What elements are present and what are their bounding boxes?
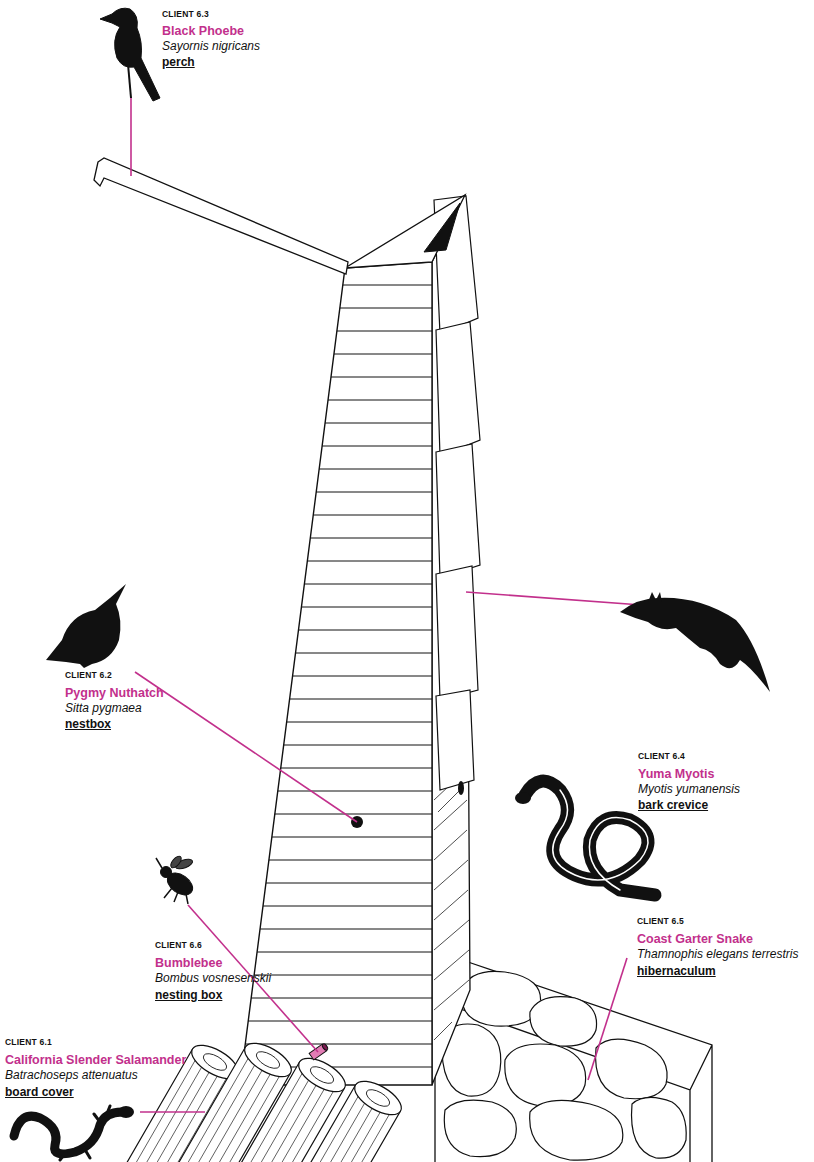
tower-roof xyxy=(345,195,465,268)
rock xyxy=(596,1039,668,1099)
roof-opening xyxy=(424,203,460,252)
tower-roof xyxy=(345,195,465,268)
roof-opening xyxy=(424,203,460,252)
leader-line xyxy=(588,958,627,1080)
board-cover-log xyxy=(201,1050,230,1073)
phoebe-silhouette xyxy=(128,64,131,98)
snake-silhouette xyxy=(515,781,655,895)
salamander-silhouette xyxy=(14,1106,134,1160)
bark-crevice xyxy=(436,690,474,790)
scientific-name: Myotis yumanensis xyxy=(638,783,740,797)
snake-silhouette xyxy=(525,781,655,895)
bat-silhouette xyxy=(620,592,770,692)
bee-silhouette xyxy=(169,854,183,869)
common-name: Bumblebee xyxy=(155,956,222,970)
leader-line xyxy=(130,98,132,176)
rock xyxy=(632,1097,687,1158)
common-name: California Slender Salamander xyxy=(5,1053,186,1067)
common-name: Pygmy Nuthatch xyxy=(65,686,164,700)
board-cover-log xyxy=(293,1052,350,1099)
perch-beam xyxy=(94,158,348,274)
rock xyxy=(442,971,686,1160)
board-cover-log xyxy=(239,1037,296,1084)
common-name: Yuma Myotis xyxy=(638,767,714,781)
client-number: CLIENT 6.4 xyxy=(638,752,685,762)
common-name: Coast Garter Snake xyxy=(637,932,753,946)
board-cover-log xyxy=(196,1073,333,1162)
leader-line xyxy=(140,1111,205,1113)
plank-lines xyxy=(242,285,432,1067)
rock xyxy=(530,1100,623,1160)
board-cover-log xyxy=(308,1063,337,1086)
client-number: CLIENT 6.3 xyxy=(162,10,209,20)
habitat-type: bark crevice xyxy=(638,799,708,813)
scientific-name: Sayornis nigricans xyxy=(162,40,260,54)
bat-silhouette xyxy=(620,598,770,692)
bark-slot xyxy=(458,781,464,795)
salamander-silhouette xyxy=(118,1106,134,1118)
rock-box xyxy=(435,962,712,1162)
board-cover-log xyxy=(349,1075,406,1122)
phoebe-silhouette xyxy=(100,8,160,101)
habitat-type: board cover xyxy=(5,1086,74,1100)
salamander-silhouette xyxy=(14,1112,122,1154)
habitat-type: perch xyxy=(162,56,195,70)
bark-crevice xyxy=(436,322,480,456)
phoebe-silhouette xyxy=(100,8,160,101)
snake-silhouette xyxy=(515,792,531,804)
scientific-name: Thamnophis elegans terrestris xyxy=(637,948,798,962)
client-number: CLIENT 6.5 xyxy=(637,917,684,927)
board-cover-log xyxy=(254,1048,283,1071)
bark-slot xyxy=(458,781,464,795)
scientific-name: Batrachoseps attenuatus xyxy=(5,1069,138,1083)
nuthatch-silhouette xyxy=(46,584,126,668)
leader-line xyxy=(135,672,357,822)
tower-front-face xyxy=(240,262,432,1085)
board-cover-log xyxy=(245,1075,406,1162)
rock xyxy=(505,1044,586,1106)
side-hatching xyxy=(434,748,469,1040)
plank-lines xyxy=(242,285,432,1067)
rock-box xyxy=(435,962,712,1162)
board-cover-log xyxy=(364,1086,393,1109)
tower-front-face xyxy=(240,262,432,1085)
snake-silhouette xyxy=(553,790,648,890)
nuthatch-silhouette xyxy=(46,584,126,668)
bee-silhouette xyxy=(161,867,172,878)
rock xyxy=(444,1100,516,1156)
scientific-name: Bombus vosnesenskii xyxy=(155,972,271,986)
bark-crevice xyxy=(434,196,480,790)
bee-silhouette xyxy=(156,854,197,904)
salamander-silhouette xyxy=(60,1106,110,1160)
bee-nest-tube xyxy=(321,1043,328,1051)
bark-crevice xyxy=(436,444,480,578)
bee-silhouette xyxy=(156,858,188,904)
bat-silhouette xyxy=(648,592,662,602)
leader-line xyxy=(131,98,655,1112)
client-number: CLIENT 6.2 xyxy=(65,671,112,681)
rock xyxy=(530,997,597,1047)
client-number: CLIENT 6.1 xyxy=(5,1038,52,1048)
rock xyxy=(462,971,541,1026)
common-name: Black Phoebe xyxy=(162,24,244,38)
leader-line xyxy=(466,592,655,606)
habitat-type: nesting box xyxy=(155,989,222,1003)
side-hatching xyxy=(434,748,469,1040)
scientific-name: Sitta pygmaea xyxy=(65,702,142,716)
habitat-type: nestbox xyxy=(65,718,111,732)
client-number: CLIENT 6.6 xyxy=(155,941,202,951)
bark-crevice xyxy=(436,566,478,700)
habitat-type: hibernaculum xyxy=(637,965,716,979)
perch-beam xyxy=(94,158,348,274)
